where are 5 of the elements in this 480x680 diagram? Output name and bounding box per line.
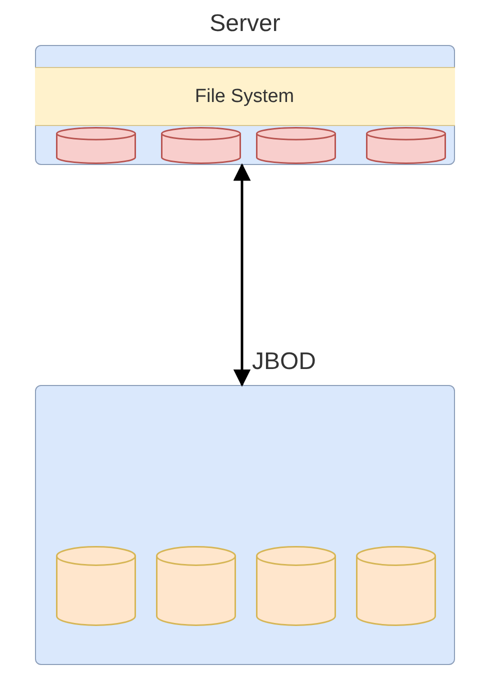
group-heading: Server xyxy=(208,10,282,38)
layer-band xyxy=(34,67,454,126)
arrow xyxy=(233,163,251,387)
layer-label: File System xyxy=(194,86,296,108)
group-heading: JBOD xyxy=(252,348,316,376)
